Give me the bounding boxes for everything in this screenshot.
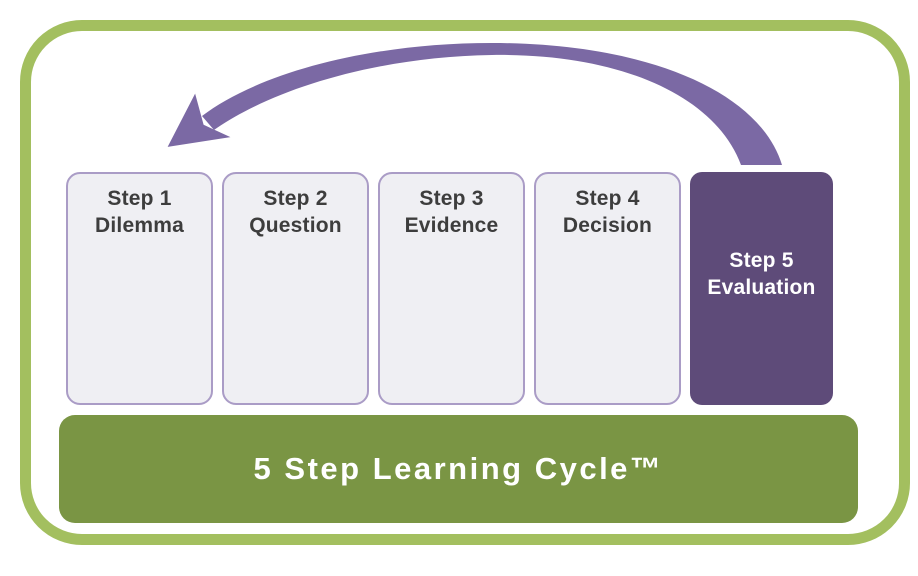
step-number: Step 2 [263, 187, 328, 210]
diagram-frame [20, 20, 910, 545]
step-number: Step 3 [419, 187, 484, 210]
step-label: Decision [562, 214, 653, 237]
step-label: Evaluation [707, 275, 816, 299]
step-label: Question [249, 214, 342, 237]
step-label: Dilemma [95, 214, 184, 237]
steps-row: Step 1 Dilemma Step 2 Question Step 3 Ev… [66, 172, 833, 405]
step-number: Step 5 [729, 248, 794, 272]
step-card-2: Step 2 Question [222, 172, 369, 405]
step-card-1: Step 1 Dilemma [66, 172, 213, 405]
title-bar: 5 Step Learning Cycle™ [59, 415, 858, 523]
step-card-4: Step 4 Decision [534, 172, 681, 405]
step-card-3: Step 3 Evidence [378, 172, 525, 405]
step-number: Step 1 [107, 187, 172, 210]
step-label: Evidence [404, 214, 499, 237]
step-card-5-active: Step 5 Evaluation [690, 172, 833, 405]
step-number: Step 4 [575, 187, 640, 210]
diagram-title: 5 Step Learning Cycle™ [253, 451, 664, 486]
